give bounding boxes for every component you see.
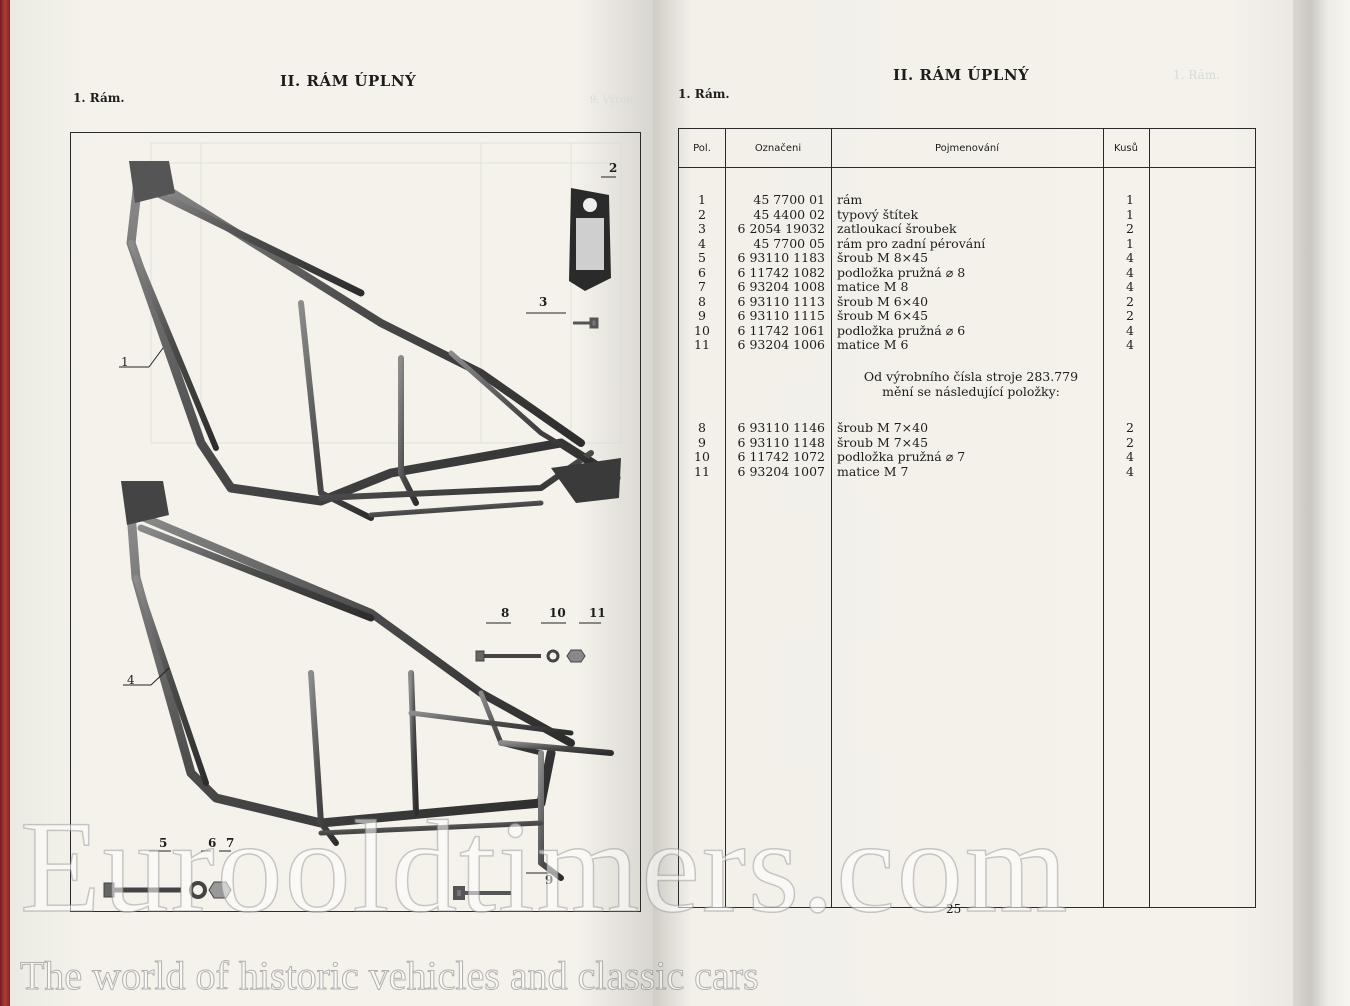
part-3-screw [573, 317, 599, 329]
page-title: II. RÁM ÚPLNÝ [893, 66, 1030, 84]
parts-8-10-11 [475, 649, 586, 663]
callout-11: 11 [589, 606, 606, 620]
header-name: Pojmenování [934, 143, 1000, 154]
callout-9: 9 [545, 873, 554, 887]
next-page-edge [1293, 0, 1350, 1006]
watermark-logo: Eurooldtimers.com [19, 792, 1070, 941]
frame-4 [126, 508, 614, 881]
callout-2: 2 [609, 161, 618, 175]
watermark-tagline: The world of historic vehicles and class… [20, 953, 760, 999]
callout-5: 5 [159, 836, 168, 850]
parts-5-6-7 [103, 881, 232, 899]
part-2-nameplate [569, 188, 611, 291]
left-page: 9. Výrob. II. RÁM ÚPLNÝ 1. Rám. [10, 0, 653, 1006]
part-9-bolt [453, 886, 511, 900]
frame-1-headstock [129, 161, 175, 203]
page-title: II. RÁM ÚPLNÝ [280, 72, 417, 90]
frame-illustration: 1 2 3 4 5 6 7 8 9 10 11 [70, 132, 641, 912]
frame-drawing [103, 142, 622, 900]
callout-8: 8 [501, 606, 510, 620]
callout-7: 7 [226, 836, 235, 850]
header-position: Pol. [693, 143, 711, 154]
header-quantity: Kusů [1114, 143, 1138, 154]
serial-change-note: Od výrobního čísla stroje 283.779 [863, 369, 1079, 384]
frame-1 [126, 168, 621, 521]
callout-10: 10 [549, 606, 566, 620]
frame-4-headstock [121, 481, 169, 525]
section-subtitle: 1. Rám. [73, 91, 125, 105]
right-page: II. RÁM ÚPLNÝ 1. Rám. 1. Rám. Pol. Označ… [653, 0, 1293, 1006]
callout-3: 3 [539, 295, 548, 309]
page-number: 25 [946, 902, 962, 916]
callout-1: 1 [121, 355, 129, 369]
callout-6: 6 [208, 836, 217, 850]
callout-4: 4 [127, 673, 135, 687]
book-cover-edge [0, 0, 10, 1006]
section-subtitle: 1. Rám. [678, 87, 730, 101]
serial-change-note-line2: mění se následující položky: [882, 384, 1060, 399]
header-code: Označeni [754, 143, 802, 154]
